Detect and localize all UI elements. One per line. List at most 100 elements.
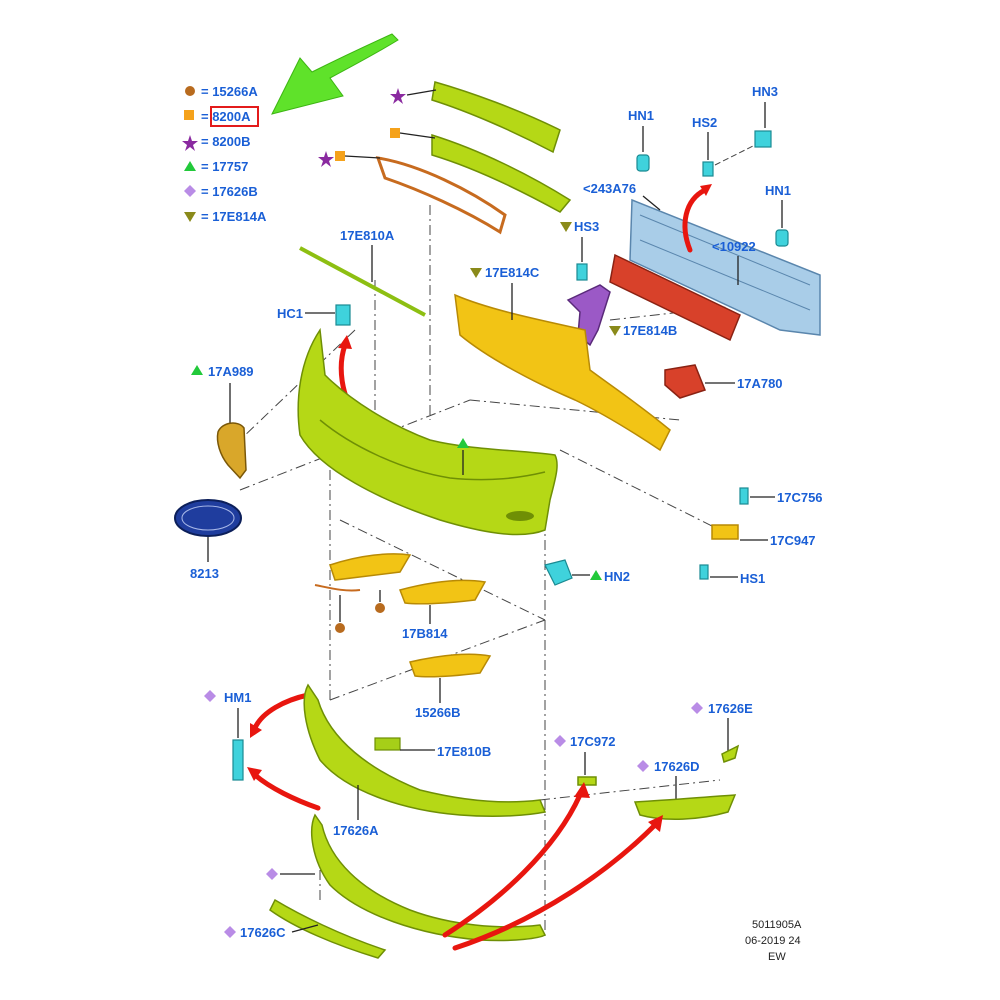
- label-17626d: 17626D: [654, 759, 700, 774]
- red-arrow: [682, 187, 708, 253]
- legend-star-icon: [182, 135, 198, 151]
- label-hn1-right: HN1: [765, 183, 791, 198]
- part-17c972: [577, 776, 597, 786]
- triangle-up-marker-icon: [457, 438, 469, 448]
- diamond-marker-icon: [637, 760, 649, 772]
- label-17b814: 17B814: [402, 626, 448, 641]
- ford-emblem: [174, 499, 242, 537]
- label-15266b: 15266B: [415, 705, 461, 720]
- red-arrow: [452, 822, 658, 951]
- label-17e810a: 17E810A: [340, 228, 395, 243]
- footer-initials: EW: [768, 951, 786, 963]
- red-arrow: [442, 792, 583, 938]
- label-17c972: 17C972: [570, 734, 616, 749]
- part-17626e: [721, 744, 740, 763]
- red-arrow: [252, 772, 321, 811]
- bezel-upper-left: [329, 553, 412, 581]
- grille-seal: [375, 156, 507, 235]
- screw-hs2: [702, 161, 714, 177]
- screw-hs1: [699, 564, 709, 580]
- footer-code: 5011905A: [752, 919, 802, 931]
- label-hn3: HN3: [752, 84, 778, 99]
- label-hs1: HS1: [740, 571, 765, 586]
- bracket-17c947: [711, 524, 739, 540]
- label-10922: <10922: [712, 239, 756, 254]
- legend-diamond-icon: [184, 185, 196, 197]
- diamond-marker-icon: [554, 735, 566, 747]
- label-17626a: 17626A: [333, 823, 379, 838]
- footer-date: 06-2019 24: [745, 935, 801, 947]
- bumper-cover: [297, 327, 558, 536]
- triangle-down-marker-icon: [470, 268, 482, 278]
- legend-triangle-up-icon: [184, 161, 196, 171]
- label-17626c: 17626C: [240, 925, 286, 940]
- lower-grille: [431, 133, 572, 213]
- label-hm1: HM1: [224, 690, 251, 705]
- label-17c947: 17C947: [770, 533, 816, 548]
- upper-trim-strip: [299, 246, 426, 317]
- star-marker-icon: [390, 88, 406, 104]
- upper-grille: [431, 81, 561, 154]
- star-marker-icon: [318, 151, 334, 167]
- energy-absorber: [609, 253, 741, 342]
- bracket-17a780: [664, 364, 706, 399]
- legend-entry-8200a: = 8200A: [201, 109, 251, 124]
- legend-triangle-down-icon: [184, 212, 196, 222]
- fastener-circle-icon: [375, 603, 385, 613]
- nut-hn3: [754, 130, 772, 148]
- label-17a780: 17A780: [737, 376, 783, 391]
- diamond-marker-icon: [266, 868, 278, 880]
- clip-hm1: [232, 739, 244, 781]
- legend-square-icon: [184, 110, 194, 120]
- label-17626e: 17626E: [708, 701, 753, 716]
- part-17626d: [633, 794, 737, 821]
- highlight-box: [210, 106, 259, 127]
- label-8213: 8213: [190, 566, 219, 581]
- nut-hn1-right: [775, 229, 789, 247]
- diamond-marker-icon: [204, 690, 216, 702]
- triangle-down-marker-icon: [560, 222, 572, 232]
- triangle-up-marker-icon: [590, 570, 602, 580]
- label-hn2: HN2: [604, 569, 630, 584]
- lower-panel-17626c: [269, 813, 546, 959]
- legend-entry-8200b: = 8200B: [201, 134, 251, 149]
- legend-entry-15266a: = 15266A: [201, 84, 258, 99]
- nut-hn1-top: [636, 154, 650, 172]
- red-arrow: [252, 692, 311, 731]
- bezel-15266b: [409, 653, 492, 678]
- label-17e814b: 17E814B: [623, 323, 677, 338]
- label-hs3: HS3: [574, 219, 599, 234]
- fastener-circle-icon: [335, 623, 345, 633]
- label-17e810b: 17E810B: [437, 744, 491, 759]
- triangle-up-marker-icon: [191, 365, 203, 375]
- diamond-marker-icon: [224, 926, 236, 938]
- strip-17e810b: [374, 737, 401, 751]
- bumper-beam: [629, 198, 821, 336]
- label-hc1: HC1: [277, 306, 303, 321]
- legend: = 15266A = 8200A = 8200B = 17757 = 17626…: [182, 84, 267, 224]
- legend-entry-17757: = 17757: [201, 159, 248, 174]
- clip-hc1: [335, 304, 351, 326]
- triangle-down-marker-icon: [609, 326, 621, 336]
- square-marker-icon: [390, 128, 400, 138]
- label-17a989: 17A989: [208, 364, 254, 379]
- legend-entry-17626b: = 17626B: [201, 184, 258, 199]
- bezel-17b814: [399, 579, 487, 605]
- lower-panel-17626a: [303, 683, 547, 817]
- diamond-marker-icon: [691, 702, 703, 714]
- lower-deflector: [454, 293, 671, 452]
- sensor-17c756: [739, 487, 749, 505]
- label-17e814c: 17E814C: [485, 265, 540, 280]
- pointer-arrow-icon: [271, 33, 399, 115]
- legend-circle-icon: [185, 86, 195, 96]
- label-hs2: HS2: [692, 115, 717, 130]
- label-hn1-top: HN1: [628, 108, 654, 123]
- square-marker-icon: [335, 151, 345, 161]
- legend-entry-17e814a: = 17E814A: [201, 209, 267, 224]
- screw-hs3: [576, 263, 588, 281]
- label-17c756: 17C756: [777, 490, 823, 505]
- nut-hn2: [544, 559, 573, 586]
- tow-eye-cover-17a989: [216, 422, 247, 480]
- label-243a76: <243A76: [583, 181, 636, 196]
